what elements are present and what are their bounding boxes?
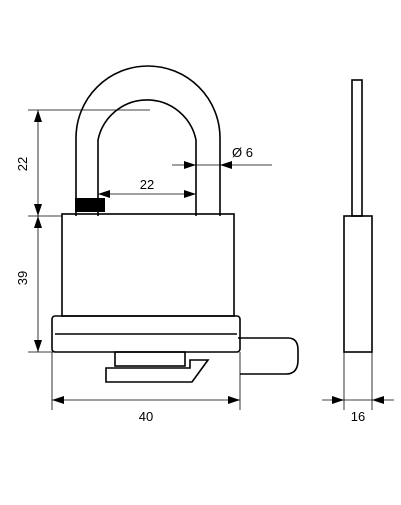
body-height-label: 39 [15,271,30,285]
shackle-height-label: 22 [15,157,30,171]
side-view [343,79,373,353]
dimension-body-width: 40 [51,352,241,424]
body-thickness-label: 16 [351,409,365,424]
dimension-body-height: 39 [15,216,62,353]
latch-protrusion [105,337,299,383]
dimension-shackle-inner-width: 22 [98,177,196,198]
shackle-inner-width-label: 22 [140,177,154,192]
dimension-body-thickness: 16 [322,352,394,424]
dimension-shackle-diameter: Ø 6 [172,145,272,169]
lock-body-front [51,213,241,353]
shackle [75,65,221,216]
body-width-label: 40 [139,409,153,424]
dimension-shackle-height: 22 [15,109,150,217]
shackle-diameter-label: Ø 6 [232,145,253,160]
shackle-black-band [75,198,105,212]
